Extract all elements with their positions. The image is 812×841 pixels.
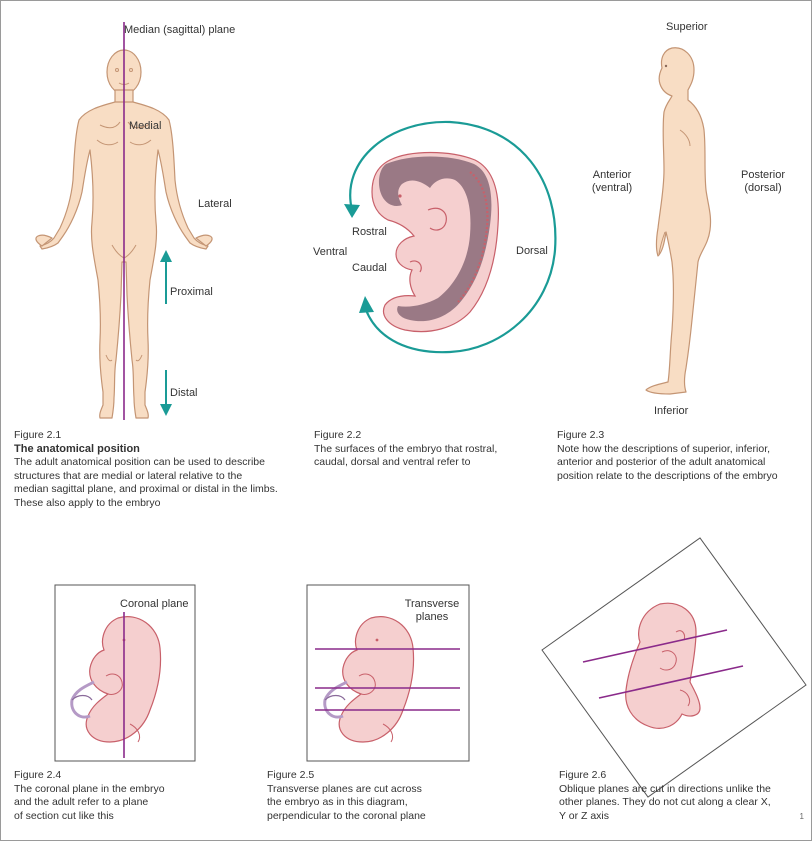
figure-2-1-caption: Figure 2.1 The anatomical position The a… bbox=[14, 429, 304, 510]
caption-line: Oblique planes are cut in directions unl… bbox=[559, 782, 771, 795]
caption-line: structures that are medial or lateral re… bbox=[14, 469, 243, 482]
caption-line: other planes. They do not cut along a cl… bbox=[559, 796, 771, 808]
figure-number: Figure 2.3 bbox=[557, 429, 605, 441]
posterior-text: Posterior bbox=[740, 169, 786, 181]
transverse-text: Transverse bbox=[404, 598, 460, 610]
medial-label: Medial bbox=[129, 120, 162, 132]
caption-line: Note how the descriptions of superior, i… bbox=[557, 442, 771, 455]
dorsal-text: (dorsal) bbox=[744, 182, 782, 194]
figure-number: Figure 2.6 bbox=[559, 769, 607, 781]
figure-2-4-caption: Figure 2.4 The coronal plane in the embr… bbox=[14, 769, 244, 823]
figure-2-2-caption: Figure 2.2 The surfaces of the embryo th… bbox=[314, 429, 544, 470]
figure-2-6-caption: Figure 2.6 Oblique planes are cut in dir… bbox=[559, 769, 799, 823]
dorsal-label: Dorsal bbox=[516, 245, 548, 257]
caption-line: median sagittal plane, and proximal or d… bbox=[14, 483, 278, 495]
rostral-label: Rostral bbox=[352, 226, 387, 238]
figure-number: Figure 2.5 bbox=[267, 769, 315, 781]
caption-line: the embryo as in this diagram, bbox=[267, 796, 408, 808]
caption-line: of section cut like this bbox=[14, 809, 114, 822]
transverse-planes-label: Transverse planes bbox=[398, 598, 466, 624]
lateral-label: Lateral bbox=[198, 198, 232, 210]
caption-line: Y or Z axis bbox=[559, 809, 609, 822]
caption-line: and the adult refer to a plane bbox=[14, 796, 149, 808]
figure-2-5-caption: Figure 2.5 Transverse planes are cut acr… bbox=[267, 769, 497, 823]
caption-line: The coronal plane in the embryo bbox=[14, 782, 165, 795]
ventral-label: Ventral bbox=[313, 246, 348, 258]
caption-line: anterior and posterior of the adult anat… bbox=[557, 456, 766, 468]
caption-line: caudal, dorsal and ventral refer to bbox=[314, 456, 471, 468]
page-mark: 1 bbox=[799, 812, 804, 821]
figure-2-3-caption: Figure 2.3 Note how the descriptions of … bbox=[557, 429, 807, 483]
anterior-text: Anterior bbox=[592, 169, 632, 181]
figure-number: Figure 2.1 bbox=[14, 429, 62, 441]
anterior-label: Anterior (ventral) bbox=[584, 169, 640, 195]
caption-line: position relate to the descriptions of t… bbox=[557, 469, 778, 482]
caption-line: The adult anatomical position can be use… bbox=[14, 456, 265, 468]
caption-line: Transverse planes are cut across bbox=[267, 782, 422, 795]
median-plane-label: Median (sagittal) plane bbox=[124, 24, 236, 36]
planes-text: planes bbox=[415, 611, 449, 623]
ventral-text: (ventral) bbox=[591, 182, 633, 194]
proximal-label: Proximal bbox=[170, 286, 213, 298]
distal-label: Distal bbox=[170, 387, 198, 399]
caption-line: The surfaces of the embryo that rostral, bbox=[314, 442, 498, 455]
superior-label: Superior bbox=[666, 21, 708, 33]
figure-number: Figure 2.4 bbox=[14, 769, 62, 781]
posterior-label: Posterior (dorsal) bbox=[733, 169, 793, 195]
caption-line: perpendicular to the coronal plane bbox=[267, 809, 426, 822]
caption-line: These also apply to the embryo bbox=[14, 496, 161, 509]
caudal-label: Caudal bbox=[352, 262, 387, 274]
figure-title: The anatomical position bbox=[14, 442, 140, 455]
inferior-label: Inferior bbox=[654, 405, 689, 417]
coronal-plane-label: Coronal plane bbox=[120, 598, 189, 610]
figure-number: Figure 2.2 bbox=[314, 429, 362, 441]
